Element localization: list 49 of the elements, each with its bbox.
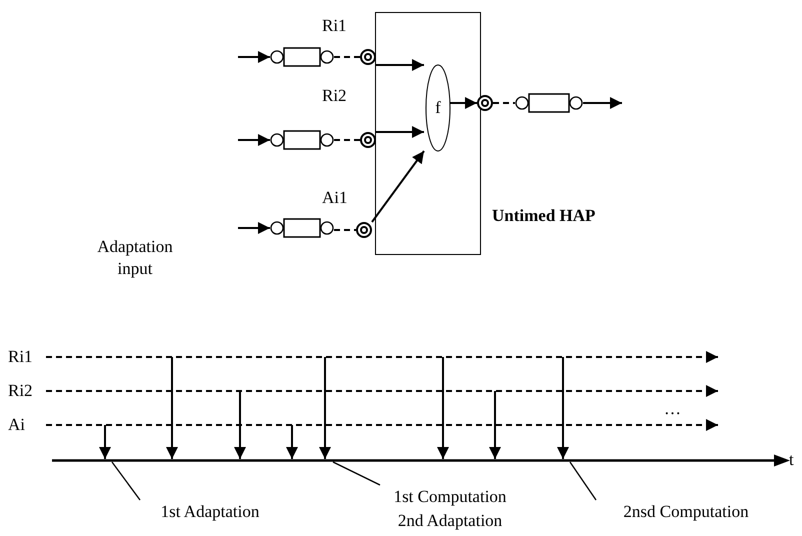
dashed-arrow [46, 419, 718, 431]
dashed-line [334, 139, 360, 141]
event-arrow [437, 357, 449, 459]
event-arrow [319, 357, 331, 459]
event-arrow [234, 391, 246, 459]
signal-label: Ai [8, 414, 25, 436]
port-label: Ri2 [322, 86, 347, 106]
port-symbol [360, 49, 376, 65]
leader-line [569, 462, 597, 500]
arrow [238, 222, 270, 234]
axis-label: t [789, 449, 795, 471]
port-symbol [360, 132, 376, 148]
event-arrow [286, 425, 298, 459]
annotation-text: 1st Adaptation [160, 501, 260, 523]
dashed-arrow [46, 351, 718, 363]
arrow [371, 150, 425, 223]
function-label: f [435, 97, 441, 119]
dashed-arrow [46, 385, 718, 397]
dashed-line [493, 102, 515, 104]
function-block [375, 12, 481, 255]
arrow [450, 97, 477, 109]
arrow [583, 97, 622, 109]
signal-label: Ri2 [8, 380, 33, 402]
dashed-line [334, 56, 360, 58]
arrow [376, 59, 424, 71]
port-symbol [356, 222, 372, 238]
queue-buffer [515, 93, 583, 113]
queue-buffer [270, 218, 334, 238]
port-symbol [477, 95, 493, 111]
port-label: Ai1 [322, 188, 348, 208]
annotation-text: 2nsd Computation [623, 501, 749, 523]
input-label: Adaptation input [96, 236, 174, 280]
event-arrow [557, 357, 569, 459]
leader-line [332, 461, 380, 486]
dashed-line [334, 229, 356, 231]
annotation-text: 1st Computation 2nd Adaptation [392, 486, 508, 532]
queue-buffer [270, 130, 334, 150]
arrow [238, 134, 270, 146]
event-arrow [99, 425, 111, 459]
block-title: Untimed HAP [492, 206, 596, 226]
arrow [238, 51, 270, 63]
ellipsis-text: … [664, 398, 682, 420]
arrow [376, 126, 424, 138]
event-arrow [489, 391, 501, 459]
queue-buffer [270, 47, 334, 67]
event-arrow [166, 357, 178, 459]
signal-label: Ri1 [8, 346, 33, 368]
leader-line [111, 462, 141, 500]
port-label: Ri1 [322, 16, 347, 36]
